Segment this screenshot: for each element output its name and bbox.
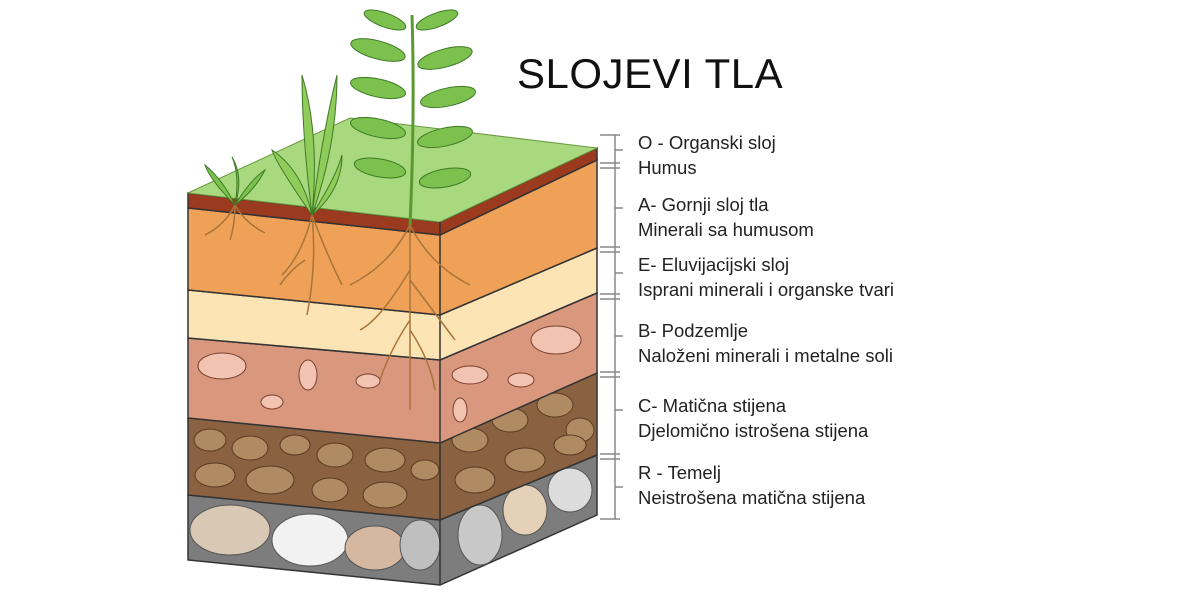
diagram-title: SLOJEVI TLA: [517, 50, 784, 97]
small-grass-plant: [203, 156, 267, 206]
parent-rock-pebbles: [193, 392, 595, 509]
plant-roots: [204, 204, 471, 410]
subsoil-stones: [197, 325, 582, 423]
layer-brackets: [600, 134, 623, 520]
leafy-plant: [350, 9, 476, 226]
tall-grass-plant: [271, 74, 343, 216]
bedrock-stones: [189, 467, 593, 571]
